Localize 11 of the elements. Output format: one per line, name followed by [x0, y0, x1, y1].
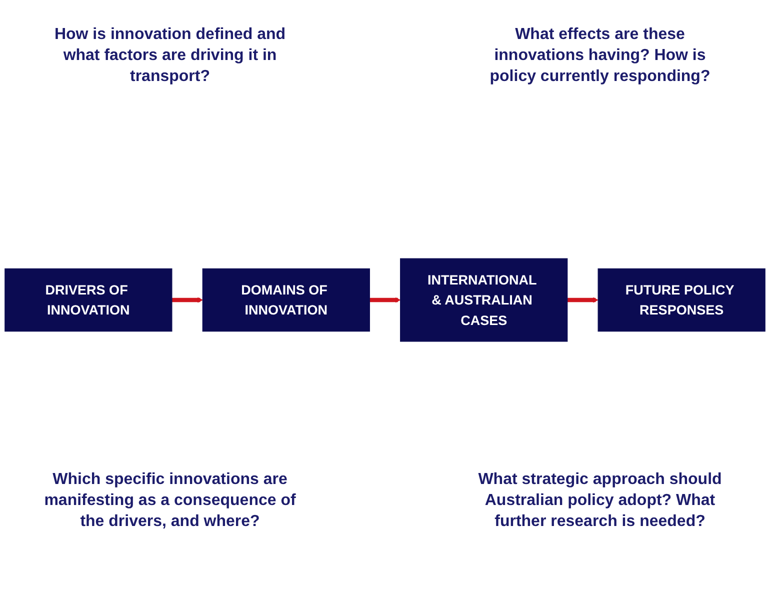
node-box: FUTURE POLICY RESPONSES — [598, 268, 766, 332]
arrow — [172, 297, 203, 303]
node-box: DRIVERS OF INNOVATION — [4, 268, 172, 332]
node-box: DOMAINS OF INNOVATION — [202, 268, 370, 332]
question-text: How is innovation defined and what factors are driving it in transport? — [53, 25, 287, 87]
arrow — [567, 297, 598, 303]
question-text: What strategic approach should Australian policy adopt? What further research is needed? — [477, 470, 723, 532]
arrow — [370, 297, 401, 303]
question-text: Which specific innovations are manifesting as a consequence of the drivers, and where? — [43, 470, 297, 532]
node-box: INTERNATIONAL & AUSTRALIAN CASES — [400, 258, 568, 342]
question-text: What effects are these innovations having? How is policy currently responding? — [488, 25, 712, 87]
